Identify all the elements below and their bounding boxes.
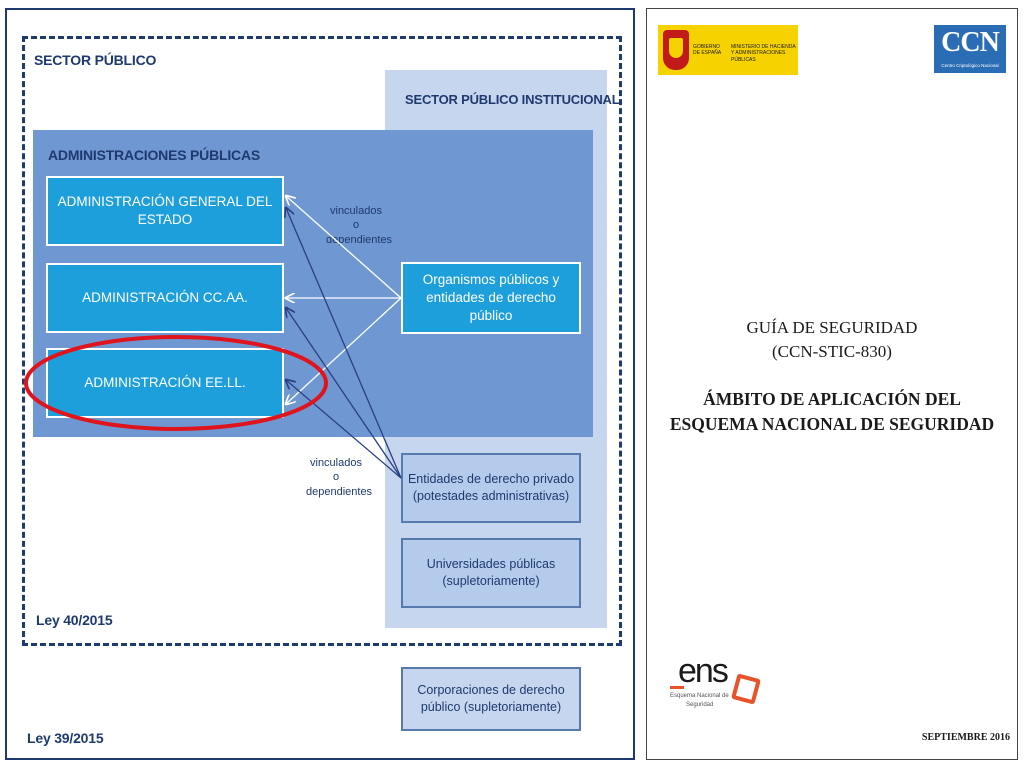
cover-code-label: (CCN-STIC-830) [772, 342, 892, 361]
ens-logo-underline [670, 686, 684, 689]
cover-guia-label: GUÍA DE SEGURIDAD [746, 318, 918, 337]
node-universidades-publicas: Universidades públicas (supletoriamente) [401, 538, 581, 608]
sector-publico-label: SECTOR PÚBLICO [34, 52, 157, 68]
node-corporaciones-derecho-publico: Corporaciones de derecho público (suplet… [401, 667, 581, 731]
cover-date: SEPTIEMBRE 2016 [921, 732, 1010, 743]
gobierno-label: GOBIERNO DE ESPAÑA [693, 44, 722, 57]
node-organismos-publicos: Organismos públicos y entidades de derec… [401, 262, 581, 334]
administraciones-label: ADMINISTRACIONES PÚBLICAS [48, 147, 261, 163]
ens-tagline-line2: Seguridad [686, 702, 714, 708]
ley-40-label: Ley 40/2015 [36, 612, 113, 628]
ccn-logo-text: CCN [941, 27, 1000, 58]
ley-39-label: Ley 39/2015 [27, 730, 104, 746]
coat-of-arms-icon [663, 30, 689, 70]
gobierno-espana-logo [658, 25, 798, 75]
ens-tagline-line1: Esquema Nacional de [670, 693, 729, 699]
vinculados-note-top: vinculados o dependientes [326, 205, 393, 246]
cover-panel [646, 8, 1018, 760]
ccn-logo-subtitle: Centro Criptológico Nacional [941, 63, 999, 68]
ccn-logo [934, 25, 1006, 73]
node-administracion-ccaa: ADMINISTRACIÓN CC.AA. [46, 263, 284, 333]
vinculados-note-bottom: vinculados o dependientes [306, 457, 373, 498]
cover-title-line2: ESQUEMA NACIONAL DE SEGURIDAD [669, 414, 995, 434]
node-administracion-general-estado: ADMINISTRACIÓN GENERAL DEL ESTADO [46, 176, 284, 246]
sector-publico-frame [22, 36, 622, 646]
node-entidades-derecho-privado: Entidades de derecho privado (potestades… [401, 453, 581, 523]
cover-title-line1: ÁMBITO DE APLICACIÓN DEL [703, 389, 961, 409]
sector-institucional-label: SECTOR PÚBLICO INSTITUCIONAL [405, 92, 620, 107]
node-administracion-eell: ADMINISTRACIÓN EE.LL. [46, 348, 284, 418]
ens-logo-text: ens [678, 652, 729, 690]
ministerio-label: MINISTERIO DE HACIENDA Y ADMINISTRACIONE… [731, 44, 796, 63]
